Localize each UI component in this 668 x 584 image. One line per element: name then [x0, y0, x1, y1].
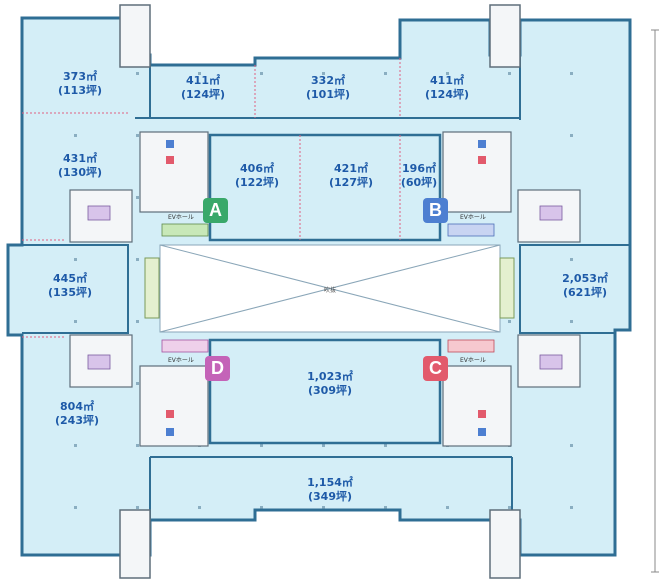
- core-badge-b: B: [423, 198, 448, 223]
- area-center-right: 196㎡(60坪): [400, 162, 438, 189]
- atrium: [159, 244, 501, 333]
- ev-hall-a: EVホール: [168, 214, 194, 221]
- ev-hall-b: EVホール: [460, 214, 486, 221]
- ev-hall-d: EVホール: [168, 357, 194, 364]
- area-sw: 804㎡(243坪): [54, 400, 100, 427]
- area-w-upper: 431㎡(130坪): [57, 152, 103, 179]
- stair-towers: [119, 4, 521, 579]
- core-badge-c: C: [423, 356, 448, 381]
- area-n-center: 332㎡(101坪): [305, 74, 351, 101]
- area-west: 445㎡(135坪): [47, 272, 93, 299]
- area-n-right: 411㎡(124坪): [424, 74, 470, 101]
- area-east: 2,053㎡(621坪): [562, 272, 608, 299]
- area-n-left: 411㎡(124坪): [180, 74, 226, 101]
- atrium-label: 吹抜: [324, 286, 336, 294]
- ev-hall-c: EVホール: [460, 357, 486, 364]
- area-center-left: 406㎡(122坪): [234, 162, 280, 189]
- core-badge-a: A: [203, 198, 228, 223]
- area-south: 1,154㎡(349坪): [307, 476, 353, 503]
- tenant-split-lines: [22, 58, 401, 338]
- core-badge-d: D: [205, 356, 230, 381]
- central-blocks: [208, 133, 442, 445]
- escalators: [144, 257, 515, 319]
- restroom-markers: [166, 140, 486, 436]
- dimension-marker: [651, 29, 659, 573]
- area-nw: 373㎡(113坪): [57, 70, 103, 97]
- area-center-south: 1,023㎡(309坪): [307, 370, 353, 397]
- core-accents: [87, 205, 563, 370]
- area-center-mid: 421㎡(127坪): [328, 162, 374, 189]
